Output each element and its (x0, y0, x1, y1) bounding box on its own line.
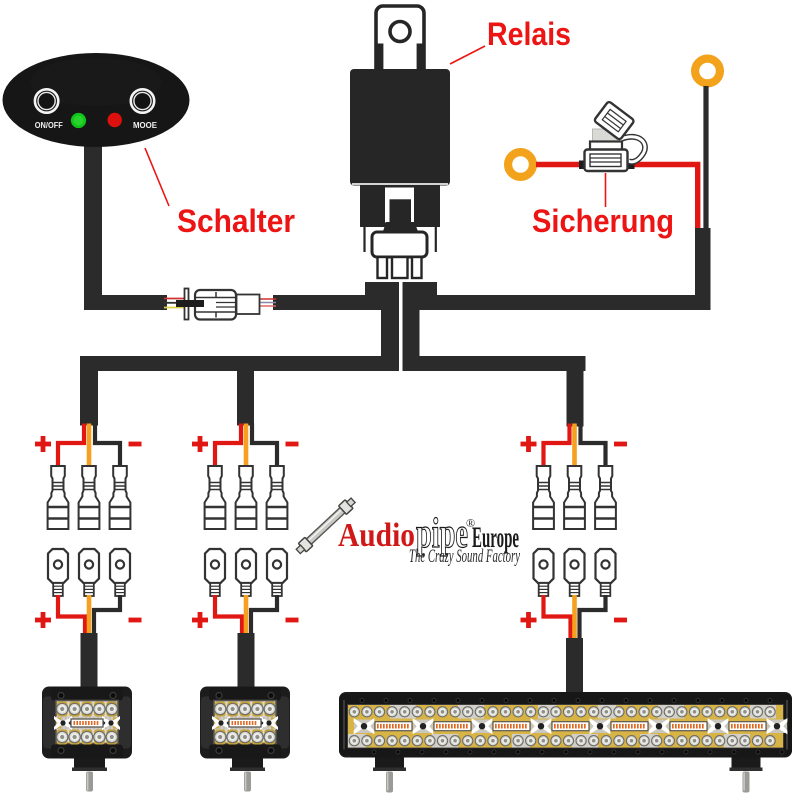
svg-text:Europe: Europe (472, 521, 519, 554)
svg-text:Relais: Relais (487, 16, 571, 52)
svg-text:Audio: Audio (338, 517, 415, 554)
svg-text:®: ® (466, 516, 475, 530)
svg-text:Schalter: Schalter (177, 203, 295, 239)
svg-text:pipe: pipe (416, 511, 468, 557)
svg-text:The Crazy Sound Factory: The Crazy Sound Factory (409, 546, 520, 567)
svg-text:ON/OFF: ON/OFF (35, 120, 63, 130)
svg-text:Sicherung: Sicherung (532, 203, 674, 239)
svg-text:MOOE: MOOE (133, 120, 157, 130)
